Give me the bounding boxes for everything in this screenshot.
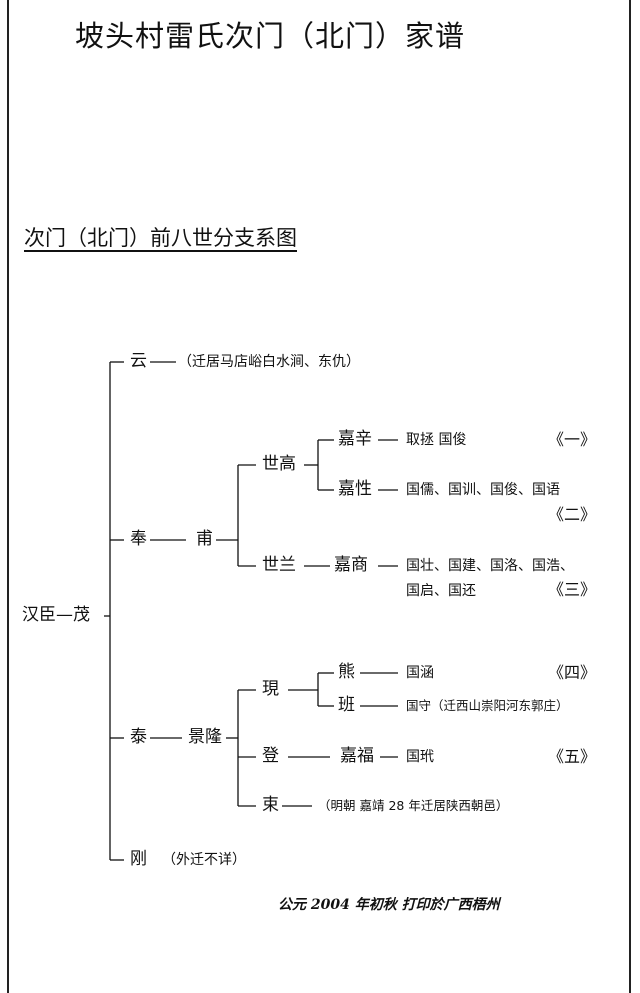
jinglong-name: 景隆 [188,727,222,747]
jiaxing-sons: 国儒、国训、国俊、国语 [406,482,560,498]
gang-note: （外迁不详） [162,852,246,868]
jiashang-name: 嘉商 [334,555,368,575]
jiaxin-sons: 取拯 国俊 [406,432,467,448]
ban-sons: 国守（迁西山崇阳河东郭庄） [406,698,569,713]
gang-name: 刚 [130,849,147,869]
shilan-name: 世兰 [262,555,296,575]
chart-subtitle: 次门（北门）前八世分支系图 [24,226,297,250]
xiong-sons: 国涵 [406,665,434,681]
branch-tag-4: 《四》 [548,663,597,682]
jiafu-sons: 国玳 [406,749,434,765]
branch-tag-1: 《一》 [548,430,597,449]
shu-name: 束 [262,795,279,815]
shu-note: （明朝 嘉靖 28 年迁居陕西朝邑） [318,798,509,813]
branch-tag-3: 《三》 [548,580,597,599]
jiaxin-name: 嘉辛 [338,429,372,449]
branch-tag-2: 《二》 [548,505,597,524]
root-ancestor: 汉臣—茂 [22,605,90,625]
jiashang-sons-line1: 国壮、国建、国洛、国浩、 [406,558,574,574]
page-border-right [629,0,631,993]
yun-name: 云 [130,351,147,371]
page-border-left [7,0,9,993]
shigao-name: 世高 [262,454,296,474]
footer-print-note: 公元 2004 年初秋 打印於广西梧州 [278,897,500,913]
jiafu-name: 嘉福 [340,746,374,766]
jiashang-sons-line2: 国启、国还 [406,583,476,599]
branch-tag-5: 《五》 [548,747,597,766]
xian-name: 現 [262,679,279,699]
feng-name: 奉 [130,529,147,549]
ban-name: 班 [338,695,355,715]
deng-name: 登 [262,746,279,766]
page-title: 坡头村雷氏次门（北门）家谱 [75,19,466,53]
jiaxing-name: 嘉性 [338,479,372,499]
tai-name: 泰 [130,727,147,747]
xiong-name: 熊 [338,662,355,682]
yun-note: （迁居马店峪白水涧、东仇） [178,354,360,370]
fu-name: 甫 [196,529,213,549]
